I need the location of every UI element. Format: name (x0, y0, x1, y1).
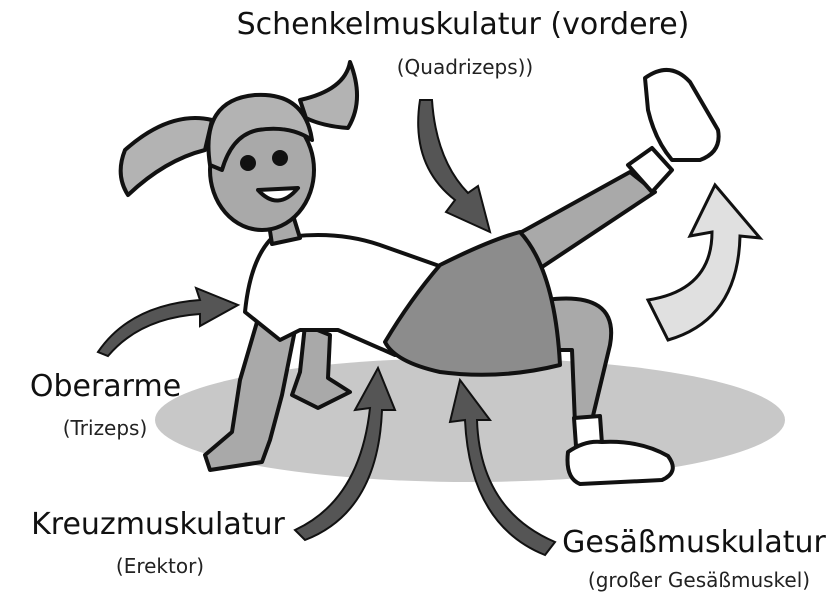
arrow-quadrizeps (418, 100, 490, 232)
label-erektor-subtitle: (Erektor) (80, 556, 240, 576)
raised-shoe (645, 70, 719, 160)
eye-right (274, 152, 286, 164)
label-quadrizeps-subtitle: (Quadrizeps)) (330, 57, 600, 77)
arrow-leg-motion (648, 185, 760, 340)
label-quadrizeps-title: Schenkelmuskulatur (vordere) (218, 10, 708, 40)
label-trizeps-title: Oberarme (18, 372, 193, 402)
arrow-oberarme (98, 288, 238, 356)
label-gluteus-subtitle: (großer Gesäßmuskel) (565, 570, 833, 590)
label-trizeps-subtitle: (Trizeps) (30, 418, 180, 438)
ponytail-left (121, 118, 212, 195)
eye-left (242, 157, 254, 169)
label-gluteus-title: Gesäßmuskulatur (556, 528, 832, 558)
skirt (385, 232, 560, 375)
label-erektor-title: Kreuzmuskulatur (8, 510, 308, 540)
